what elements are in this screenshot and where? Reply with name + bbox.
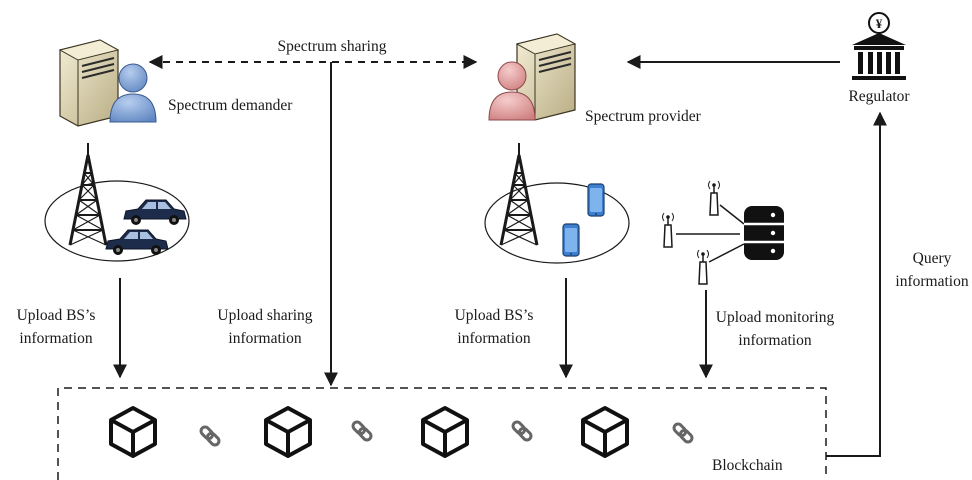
cube-icon — [109, 406, 157, 458]
demander-upload-label-line1: Upload BS’s — [17, 307, 96, 324]
antenna-sensor-icon — [696, 249, 710, 285]
cube-icon — [421, 406, 469, 458]
sharing-upload-label-line2: information — [228, 330, 301, 347]
provider-upload-label-line2: information — [457, 330, 530, 347]
spectrum-provider-label: Spectrum provider — [585, 108, 702, 125]
smartphone-icon — [562, 223, 580, 257]
provider-cell — [484, 141, 630, 264]
chain-link-icon — [509, 418, 535, 444]
demander-cell — [44, 141, 190, 262]
chain-link-icon — [670, 420, 696, 446]
spectrum-provider-node: Spectrum provider — [488, 33, 702, 125]
cube-icon — [581, 406, 629, 458]
demander-user-icon — [109, 63, 157, 123]
chain-link-icon — [197, 423, 223, 449]
server-icon — [59, 39, 119, 127]
query-information-arrow — [826, 111, 887, 457]
blockchain-container: Blockchain — [57, 387, 827, 480]
monitoring-sensors — [661, 180, 784, 285]
regulator-node: ¥ Regulator — [848, 12, 910, 105]
query-label-line1: Query — [913, 250, 952, 267]
database-icon — [744, 206, 784, 260]
spectrum-sharing-label: Spectrum sharing — [278, 38, 387, 55]
chain-link-icon — [349, 418, 375, 444]
query-label-line2: information — [895, 273, 968, 290]
bank-yen-icon: ¥ — [852, 12, 906, 80]
spectrum-demander-label: Spectrum demander — [168, 97, 293, 114]
smartphone-icon — [587, 183, 605, 217]
demander-upload-label-line2: information — [19, 330, 92, 347]
regulator-label: Regulator — [848, 88, 910, 105]
cube-icon — [264, 406, 312, 458]
monitor-upload-label-line2: information — [738, 332, 811, 349]
blockchain-label: Blockchain — [712, 457, 783, 474]
svg-text:¥: ¥ — [876, 16, 883, 31]
antenna-sensor-icon — [707, 180, 721, 216]
sharing-upload-label-line1: Upload sharing — [217, 307, 312, 324]
spectrum-demander-node: Spectrum demander — [59, 39, 293, 127]
blockchain-border — [57, 387, 827, 480]
provider-user-icon — [488, 61, 536, 121]
monitor-upload-label-line1: Upload monitoring — [716, 309, 835, 326]
provider-upload-label-line1: Upload BS’s — [455, 307, 534, 324]
antenna-sensor-icon — [661, 212, 675, 248]
